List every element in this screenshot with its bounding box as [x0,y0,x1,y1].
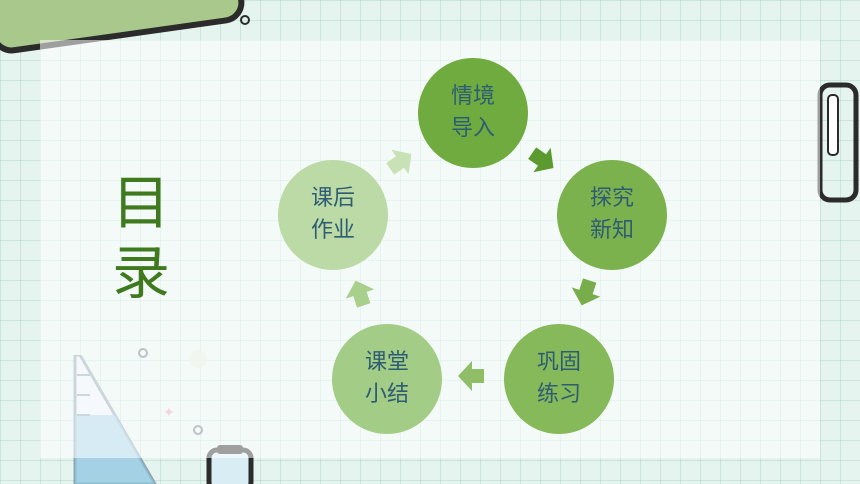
cycle-node-homework: 课后 作业 [278,160,388,270]
node-label-line1: 巩固 [536,350,581,376]
cycle-node-practice: 巩固 练习 [504,324,614,434]
node-label-line2: 小结 [364,382,409,407]
node-label-line2: 导入 [450,116,495,141]
title-char-1: 目 [112,169,171,237]
node-label-line2: 新知 [589,218,634,243]
title-char-2: 录 [112,239,171,307]
cycle-node-situation-intro: 情境 导入 [418,58,528,168]
node-label-line1: 课堂 [364,350,409,376]
arrow-5-to-1 [386,149,412,175]
test-tube-decoration-right [817,82,859,203]
cycle-node-explore-new: 探究 新知 [557,160,667,270]
node-label-line1: 探究 [589,186,634,212]
node-label-line2: 练习 [536,382,581,407]
node-label-line2: 作业 [310,218,355,243]
arrow-4-to-5 [345,280,375,308]
beaker-decoration-top-left [0,0,250,54]
node-label-line1: 情境 [450,84,495,110]
arrow-1-to-2 [528,147,554,173]
cycle-node-summary: 课堂 小结 [332,324,442,434]
arrow-3-to-4 [458,361,484,391]
node-label-line1: 课后 [310,186,355,212]
arrow-2-to-3 [571,278,601,306]
